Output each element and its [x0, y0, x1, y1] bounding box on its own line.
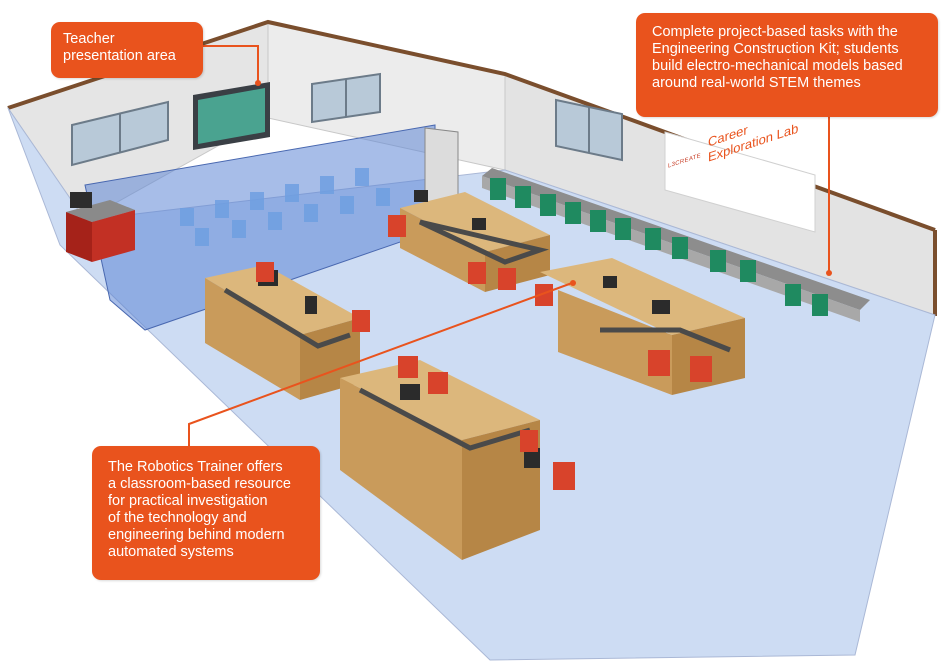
desk-cluster-top [400, 190, 550, 292]
callout-line: Engineering Construction Kit; students [652, 41, 899, 57]
teacher-cart [66, 192, 135, 262]
callout-line: Complete project-based tasks with the [652, 24, 898, 40]
bench-chairs [490, 178, 828, 316]
sign-brand-logo: L3CREATE [668, 152, 701, 170]
callout-line: The Robotics Trainer offers [108, 459, 283, 475]
construction-kit-callout: Complete project-based tasks with the En… [636, 13, 938, 117]
window-center [311, 72, 381, 124]
callout-line: Teacher [63, 31, 115, 47]
callout-line: automated systems [108, 544, 234, 560]
desk-cluster-left [205, 265, 360, 400]
student-chairs [256, 215, 712, 490]
robotics-trainer-callout: The Robotics Trainer offers a classroom-… [92, 446, 320, 580]
callout-line: build electro-mechanical models based [652, 58, 903, 74]
callout-line: for practical investigation [108, 493, 268, 509]
callout-line: a classroom-based resource [108, 476, 291, 492]
presentation-screen [193, 82, 270, 150]
window-left [71, 100, 169, 167]
desk-cluster-bottom [340, 360, 540, 560]
wall-sign [664, 131, 816, 233]
callout-leaders [188, 45, 830, 446]
window-right [555, 98, 623, 162]
callout-line: engineering behind modern [108, 527, 285, 543]
callout-line: presentation area [63, 48, 176, 64]
teacher-presentation-callout: Teacher presentation area [51, 22, 203, 78]
presentation-seating [180, 168, 390, 246]
callout-line: of the technology and [108, 510, 247, 526]
callout-line: around real-world STEM themes [652, 75, 861, 91]
